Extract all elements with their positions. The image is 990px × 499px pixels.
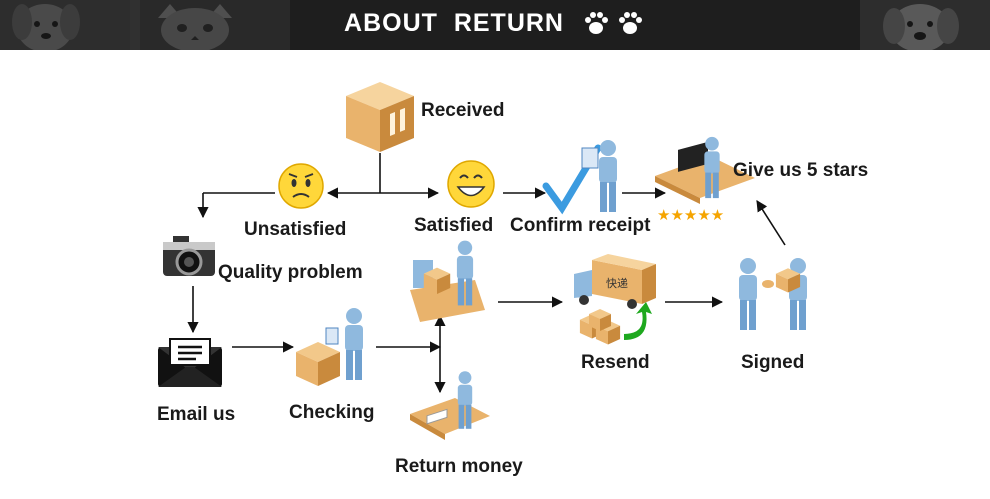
computer-desk-icon	[655, 136, 755, 204]
node-received: Received	[421, 100, 505, 121]
email-envelope-icon	[158, 338, 222, 387]
node-signed: Signed	[741, 352, 805, 373]
return-arrow-icon	[624, 302, 652, 340]
node-checking: Checking	[289, 402, 375, 423]
return-money-icon	[410, 371, 490, 440]
node-email-us: Email us	[157, 404, 236, 425]
paw-icon	[584, 12, 642, 35]
puppy-photo-left	[0, 0, 140, 50]
node-resend: Resend	[581, 352, 650, 373]
cat-photo	[130, 0, 290, 50]
rating-stars: ★★★★★	[657, 206, 724, 224]
flow-connectors	[187, 153, 786, 394]
satisfied-face-icon	[447, 160, 495, 208]
banner-title: ABOUT RETURN	[344, 9, 564, 37]
warehouse-icon	[410, 240, 485, 322]
banner-title-row: ABOUT RETURN	[0, 9, 990, 38]
node-confirm-receipt: Confirm receipt	[510, 215, 651, 236]
node-return-money: Return money	[395, 456, 523, 477]
diagram-panel	[128, 58, 948, 484]
confirm-receipt-icon	[542, 140, 617, 215]
truck-label: 快递	[606, 276, 628, 290]
received-box-icon	[346, 82, 414, 152]
node-satisfied: Satisfied	[414, 215, 494, 236]
delivery-truck-icon: 快递	[574, 254, 656, 345]
node-quality-problem: Quality problem	[218, 262, 363, 283]
node-give-stars: Give us 5 stars	[733, 160, 869, 181]
arrow-signed-to-stars	[756, 200, 786, 246]
camera-icon	[163, 236, 215, 276]
signed-icon	[739, 258, 807, 330]
header-banner: ABOUT RETURN	[0, 0, 990, 50]
unsatisfied-face-icon	[278, 163, 324, 209]
node-unsatisfied: Unsatisfied	[244, 219, 347, 240]
puppy-photo-right	[860, 0, 990, 50]
checking-icon	[296, 308, 363, 386]
